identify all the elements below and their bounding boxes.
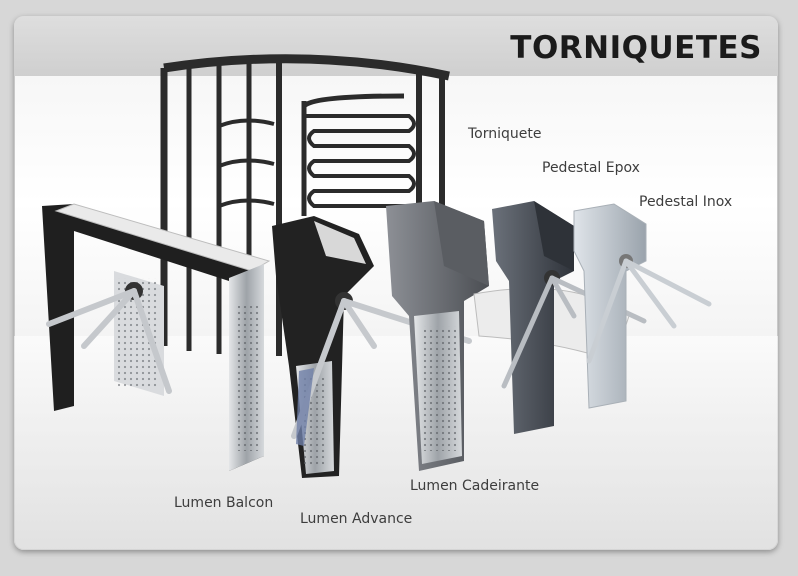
label-pedestal-epox: Pedestal Epox bbox=[542, 160, 640, 176]
pedestal-inox-illustration bbox=[573, 203, 712, 409]
turnstiles-illustration: ♿ bbox=[14, 54, 778, 550]
label-lumen-cadeirante: Lumen Cadeirante bbox=[410, 478, 540, 494]
page-title: TORNIQUETES bbox=[510, 30, 762, 66]
pedestal-epox-illustration bbox=[492, 201, 647, 434]
label-lumen-balcon: Lumen Balcon bbox=[174, 495, 274, 511]
lumen-balcon-illustration bbox=[42, 203, 271, 471]
product-panel: TORNIQUETES bbox=[14, 16, 778, 550]
label-torniquete: Torniquete bbox=[468, 126, 542, 142]
label-pedestal-inox: Pedestal Inox bbox=[639, 194, 733, 210]
lumen-advance-illustration bbox=[272, 216, 472, 478]
label-lumen-advance: Lumen Advance bbox=[300, 511, 413, 527]
